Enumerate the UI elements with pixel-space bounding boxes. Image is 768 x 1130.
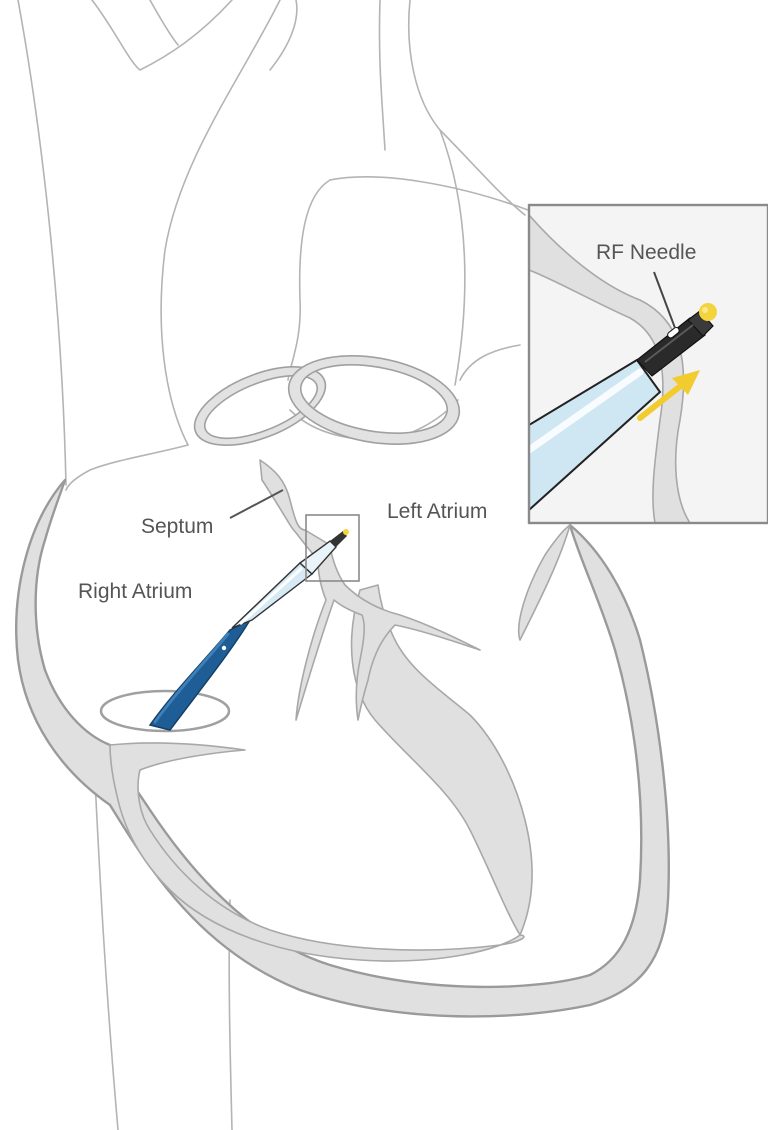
inset-magnified-view: RF Needle: [529, 205, 768, 523]
heart-muscle-wall: [16, 480, 669, 1016]
catheter-body: [150, 620, 250, 730]
septum-leader-line: [230, 490, 283, 518]
right-atrium-label: Right Atrium: [78, 580, 192, 603]
rf-needle-label: RF Needle: [596, 241, 696, 264]
needle-tip-small: [343, 529, 349, 535]
septum-label: Septum: [141, 515, 213, 538]
rf-needle-tip: [699, 303, 717, 321]
left-atrium-label: Left Atrium: [387, 500, 487, 523]
